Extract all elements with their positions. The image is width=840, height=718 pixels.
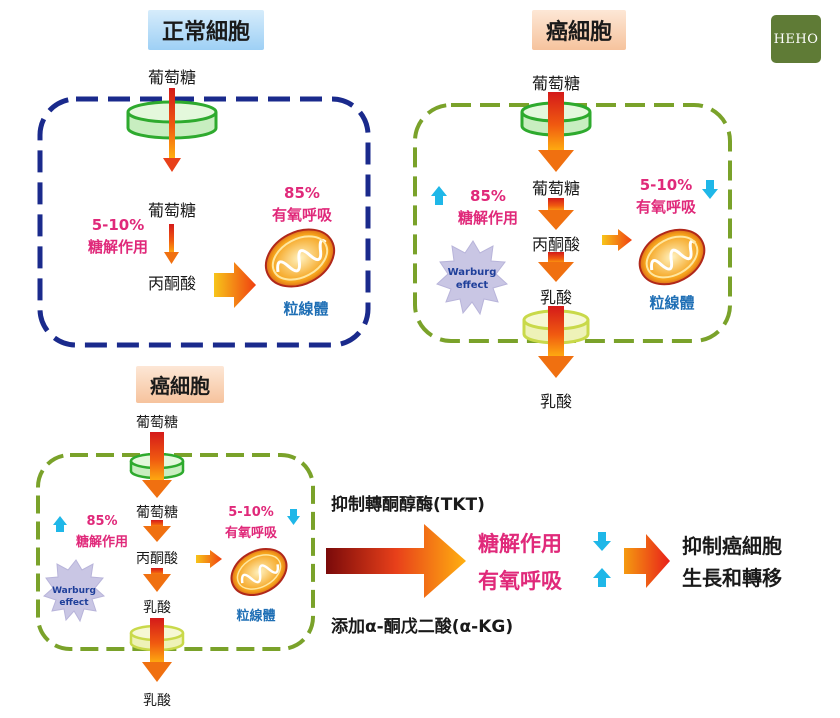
cancer-bottom-lactate-outside-label: 乳酸 <box>143 693 171 709</box>
treatment-big-arrow <box>326 524 466 598</box>
cancer-bottom-respiration-down-icon <box>287 509 300 525</box>
cancer-top-warburg-label: Warburg effect <box>447 267 497 291</box>
normal-cell-title: 正常細胞 <box>148 10 265 50</box>
normal-glucose-entry-arrow <box>163 88 181 172</box>
cancer-top-pyruvate-to-mito-arrow <box>602 229 632 251</box>
cancer-top-glucose-inside-label: 葡萄糖 <box>531 179 581 198</box>
normal-respiration-label: 有氧呼吸 <box>271 206 333 224</box>
cancer-top-respiration-down-icon <box>702 180 718 199</box>
cancer-bottom-warburg-star <box>43 559 106 623</box>
cancer-bottom-lactate-exit-arrow <box>142 618 172 682</box>
cancer-bottom-mitochondria-label: 粒線體 <box>236 609 276 624</box>
cancer-top-glucose-entry-arrow <box>538 92 574 172</box>
normal-glucose-inside-label: 葡萄糖 <box>147 201 197 220</box>
result-line-2: 生長和轉移 <box>682 566 782 590</box>
cancer-bottom-mitochondria-icon <box>230 547 288 597</box>
cancer-bottom-glycolysis-percent: 85% <box>86 514 118 529</box>
cancer-bottom-glucose-outside-label: 葡萄糖 <box>136 415 178 431</box>
inhibit-tkt-label: 抑制轉酮醇酶(TKT) <box>331 495 485 515</box>
cancer-top-respiration-label: 有氧呼吸 <box>635 198 697 216</box>
cancer-top-warburg-star <box>436 240 509 316</box>
cancer-bottom-pyruvate-label: 丙酮酸 <box>136 551 178 567</box>
cancer-top-pyruvate-label: 丙酮酸 <box>531 235 581 254</box>
cancer-bottom-lactate-inside-label: 乳酸 <box>143 600 171 616</box>
cancer-bottom-warburg-label: Warburg effect <box>52 586 96 608</box>
cancer-bottom-glucose-entry-arrow <box>142 432 172 498</box>
normal-mitochondria-icon <box>264 228 336 288</box>
treatment-respiration-label: 有氧呼吸 <box>478 569 562 593</box>
cancer-top-mitochondria-icon <box>638 228 706 286</box>
normal-glycolysis-label: 糖解作用 <box>87 238 149 256</box>
cancer-bottom-glucose-inside-label: 葡萄糖 <box>136 505 178 521</box>
cancer-top-glycolysis-arrow-1 <box>538 198 574 230</box>
normal-glycolysis-percent: 5-10% <box>91 216 145 234</box>
normal-mitochondria-label: 粒線體 <box>283 300 329 318</box>
normal-pyruvate-to-mito-arrow <box>214 262 256 308</box>
result-arrow <box>624 534 670 588</box>
cancer-top-lactate-outside-label: 乳酸 <box>539 392 573 411</box>
cancer-bottom-glycolysis-arrow-2 <box>143 568 171 592</box>
cancer-top-glucose-outside-label: 葡萄糖 <box>531 74 581 93</box>
cancer-bottom-glycolysis-arrow-1 <box>143 520 171 542</box>
treatment-respiration-up-icon <box>593 568 611 587</box>
cancer-bottom-respiration-label: 有氧呼吸 <box>224 526 278 541</box>
cancer-top-glycolysis-arrow-2 <box>538 252 574 282</box>
heho-logo: HEHO <box>771 15 821 63</box>
cancer-bottom-glycolysis-up-icon <box>53 516 67 532</box>
normal-glucose-outside-label: 葡萄糖 <box>147 68 197 87</box>
add-akg-label: 添加α-酮戊二酸(α-KG) <box>331 617 514 637</box>
cancer-top-lactate-inside-label: 乳酸 <box>539 288 573 307</box>
cancer-top-glycolysis-up-icon <box>431 186 447 205</box>
cancer-top-respiration-percent: 5-10% <box>639 176 693 194</box>
cancer-bottom-pyruvate-to-mito-arrow <box>196 550 222 568</box>
normal-pyruvate-label: 丙酮酸 <box>147 274 197 293</box>
cancer-top-title: 癌細胞 <box>532 10 627 50</box>
cancer-top-lactate-exit-arrow <box>538 306 574 378</box>
cancer-top-glycolysis-percent: 85% <box>470 187 506 205</box>
normal-glycolysis-arrow <box>164 224 179 264</box>
result-line-1: 抑制癌細胞 <box>682 534 782 558</box>
treatment-glycolysis-down-icon <box>593 532 611 551</box>
cancer-bottom-title: 癌細胞 <box>136 366 224 403</box>
cancer-top-mitochondria-label: 粒線體 <box>649 294 695 312</box>
cancer-bottom-glycolysis-label: 糖解作用 <box>75 535 129 550</box>
normal-cell-membrane <box>37 96 371 348</box>
cancer-top-glycolysis-label: 糖解作用 <box>457 209 519 227</box>
cancer-bottom-respiration-percent: 5-10% <box>228 505 274 520</box>
treatment-glycolysis-label: 糖解作用 <box>478 532 562 556</box>
normal-respiration-percent: 85% <box>284 184 320 202</box>
